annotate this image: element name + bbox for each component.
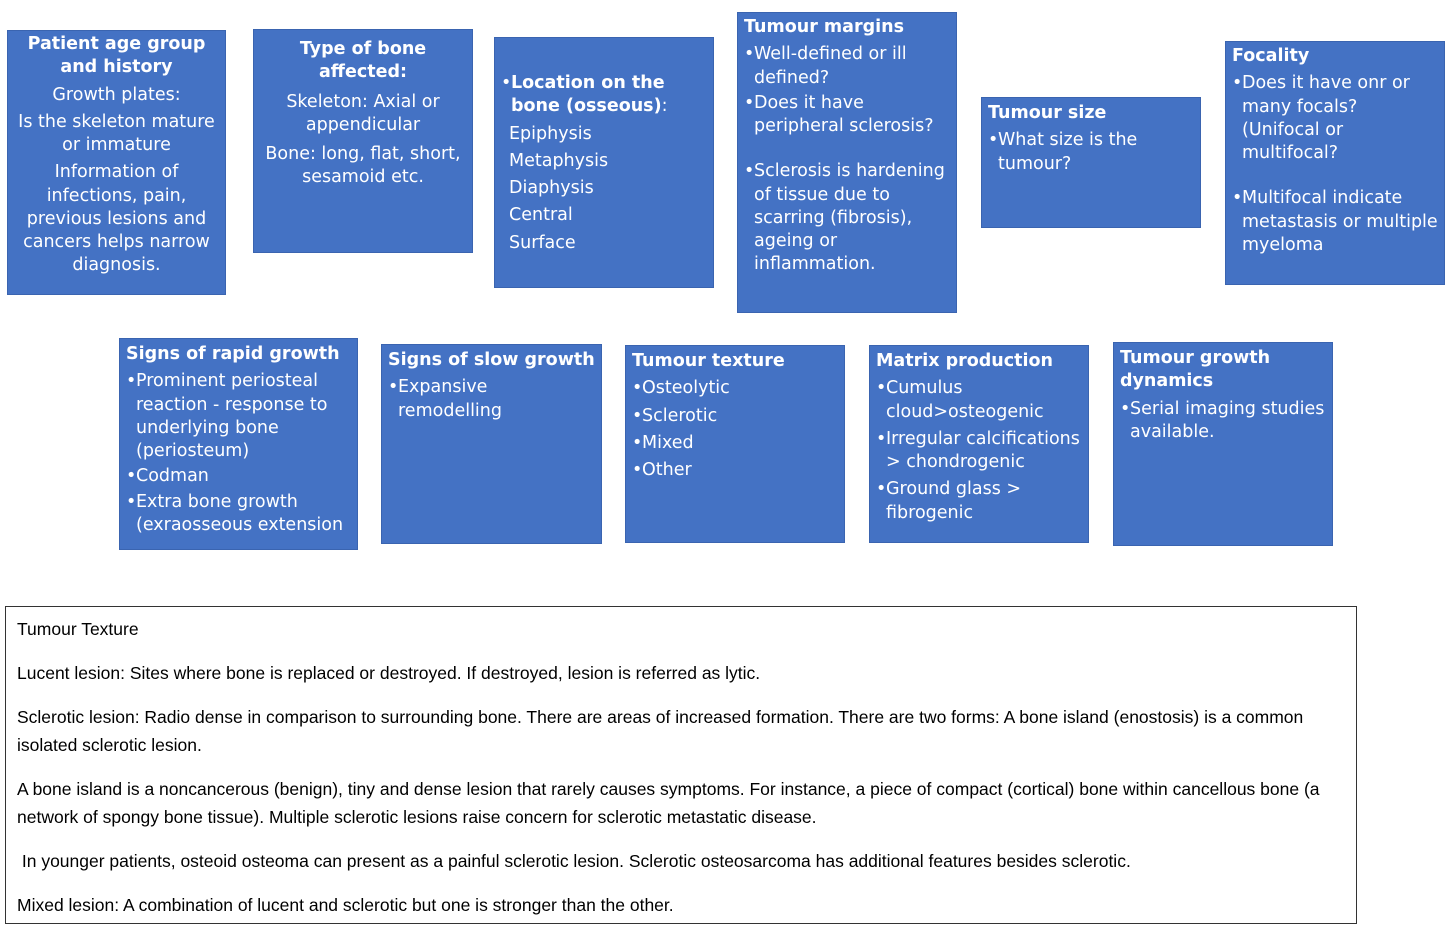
box-line: Skeleton: Axial or appendicular (286, 91, 440, 135)
list-item: Metaphysis (509, 150, 609, 171)
textbox-paragraph-bone-island: A bone island is a noncancerous (benign)… (17, 779, 1320, 827)
box-type-of-bone: Type of bone affected: Skeleton: Axial o… (253, 29, 473, 253)
list-item: Multifocal indicate metastasis or multip… (1232, 187, 1438, 257)
tumour-texture-textbox: Tumour Texture Lucent lesion: Sites wher… (5, 606, 1357, 924)
list-item: Diaphysis (509, 178, 594, 199)
textbox-paragraph-lucent: Lucent lesion: Sites where bone is repla… (17, 663, 761, 683)
box-title-suffix: : (661, 96, 668, 117)
list-item: Osteolytic (632, 377, 838, 400)
list-item: Other (632, 459, 838, 482)
box-tumour-texture: Tumour texture Osteolytic Sclerotic Mixe… (625, 345, 845, 543)
box-title: Signs of rapid growth (126, 344, 340, 364)
list-item: Ground glass > fibrogenic (876, 478, 1082, 525)
box-line: Bone: long, flat, short, sesamoid etc. (265, 144, 461, 188)
list-item: Serial imaging studies available. (1120, 398, 1326, 445)
box-line: Is the skeleton mature or immature (18, 111, 215, 156)
box-title: Signs of slow growth (388, 350, 595, 370)
list-item: Surface (509, 232, 576, 253)
box-title: Focality (1232, 46, 1310, 66)
list-item: Sclerotic (632, 405, 838, 428)
list-item: Does it have peripheral sclerosis? (744, 92, 950, 139)
box-focality: Focality Does it have onr or many focals… (1225, 41, 1445, 285)
list-item: Central (509, 205, 573, 226)
box-title: Type of bone affected: (299, 39, 427, 83)
box-line: Information of infections, pain, previou… (23, 162, 210, 276)
list-item: Sclerosis is hardening of tissue due to … (744, 160, 950, 276)
textbox-paragraph-mixed: Mixed lesion: A combination of lucent an… (17, 895, 674, 915)
box-location-on-bone: Location on the bone (osseous): Epiphysi… (494, 37, 714, 288)
list-item: What size is the tumour? (988, 129, 1194, 176)
list-item: Well-defined or ill defined? (744, 43, 950, 90)
list-item: Irregular calcifications > chondrogenic (876, 428, 1082, 475)
box-title: Patient age group and history (27, 34, 206, 78)
box-title: Tumour margins (744, 17, 904, 37)
box-tumour-size: Tumour size What size is the tumour? (981, 97, 1201, 228)
box-signs-rapid-growth: Signs of rapid growth Prominent perioste… (119, 338, 358, 550)
list-item: Extra bone growth (exraosseous extension (126, 491, 351, 538)
list-item: Epiphysis (509, 123, 592, 144)
list-item: Expansive remodelling (388, 376, 595, 423)
box-title: Tumour growth dynamics (1120, 348, 1271, 392)
list-item: Does it have onr or many focals? (Unifoc… (1232, 72, 1438, 165)
list-item: Cumulus cloud>osteogenic (876, 377, 1082, 424)
box-line: Growth plates: (52, 84, 181, 105)
box-title: Matrix production (876, 351, 1053, 371)
box-title-item: Location on the bone (osseous): (501, 72, 707, 119)
box-tumour-margins: Tumour margins Well-defined or ill defin… (737, 12, 957, 313)
textbox-paragraph-sclerotic: Sclerotic lesion: Radio dense in compari… (17, 707, 1304, 755)
box-patient-age-history: Patient age group and history Growth pla… (7, 30, 226, 295)
box-signs-slow-growth: Signs of slow growth Expansive remodelli… (381, 344, 602, 544)
textbox-heading: Tumour Texture (17, 619, 139, 639)
box-matrix-production: Matrix production Cumulus cloud>osteogen… (869, 345, 1089, 543)
box-title: Tumour size (988, 103, 1107, 123)
list-item: Codman (126, 465, 351, 488)
box-title: Location on the bone (osseous) (511, 73, 665, 117)
list-item: Prominent periosteal reaction - response… (126, 370, 351, 463)
textbox-paragraph-younger-patients: In younger patients, osteoid osteoma can… (17, 851, 1131, 871)
box-title: Tumour texture (632, 351, 785, 371)
box-tumour-growth-dynamics: Tumour growth dynamics Serial imaging st… (1113, 342, 1333, 546)
list-item: Mixed (632, 432, 838, 455)
